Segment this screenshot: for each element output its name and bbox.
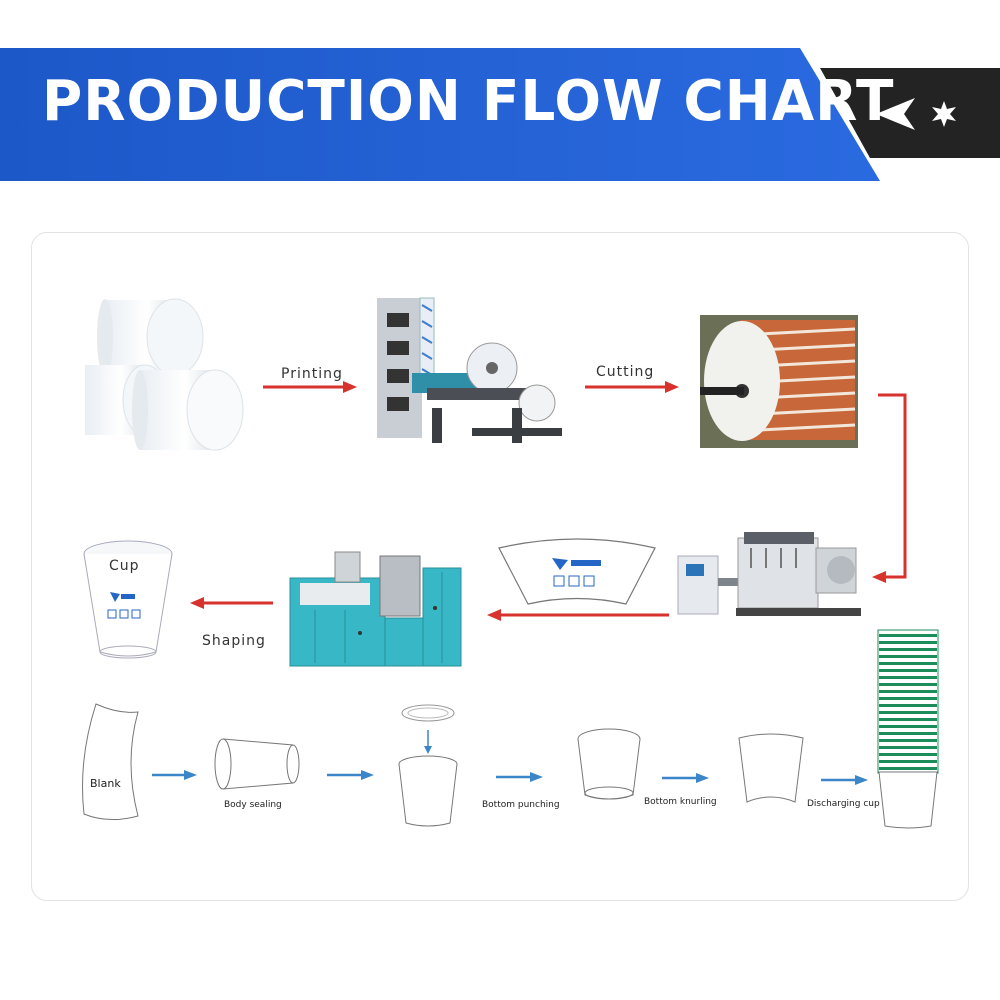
paper-cup-icon bbox=[83, 540, 173, 659]
star-icon bbox=[932, 101, 956, 127]
arrow-right-icon bbox=[662, 773, 709, 783]
cup-body-icon bbox=[398, 755, 458, 827]
arrow-right-icon bbox=[585, 381, 679, 393]
label-bottom-knurling: Bottom knurling bbox=[644, 797, 717, 807]
arrow-right-icon bbox=[152, 770, 197, 780]
arrow-left-icon bbox=[487, 609, 669, 621]
blank-sheet-icon bbox=[82, 703, 139, 820]
label-shaping: Shaping bbox=[202, 633, 266, 649]
send-icon bbox=[876, 98, 915, 130]
arrow-right-icon bbox=[263, 381, 357, 393]
arrow-right-icon bbox=[821, 775, 868, 785]
die-cutting-machine-icon bbox=[677, 532, 861, 616]
sealed-body-icon bbox=[214, 738, 300, 790]
header-banner bbox=[0, 48, 1000, 181]
printed-roll-icon bbox=[700, 315, 858, 448]
label-cup: Cup bbox=[109, 558, 140, 574]
knurled-cup-icon bbox=[738, 733, 804, 803]
punched-cup-icon bbox=[577, 728, 641, 800]
printing-machine-icon bbox=[377, 297, 562, 443]
label-bottom-punching: Bottom punching bbox=[482, 800, 560, 810]
arrow-right-icon bbox=[327, 770, 374, 780]
label-body-sealing: Body sealing bbox=[224, 800, 282, 810]
arrow-right-icon bbox=[496, 772, 543, 782]
page-title: PRODUCTION FLOW CHART bbox=[42, 69, 895, 134]
discharged-cup-icon bbox=[878, 771, 938, 829]
arrow-left-icon bbox=[190, 597, 273, 609]
connector-arrow-icon bbox=[872, 393, 907, 583]
label-blank: Blank bbox=[90, 777, 121, 790]
label-cutting: Cutting bbox=[596, 364, 655, 380]
label-discharging-cup: Discharging cup bbox=[807, 799, 880, 809]
label-printing: Printing bbox=[281, 366, 343, 382]
bottom-disc-icon bbox=[401, 704, 455, 754]
cup-stack-icon bbox=[877, 629, 939, 774]
cup-forming-machine-icon bbox=[289, 551, 462, 667]
paper-roll-icon bbox=[85, 298, 244, 451]
cup-fan-blank-icon bbox=[498, 538, 656, 605]
